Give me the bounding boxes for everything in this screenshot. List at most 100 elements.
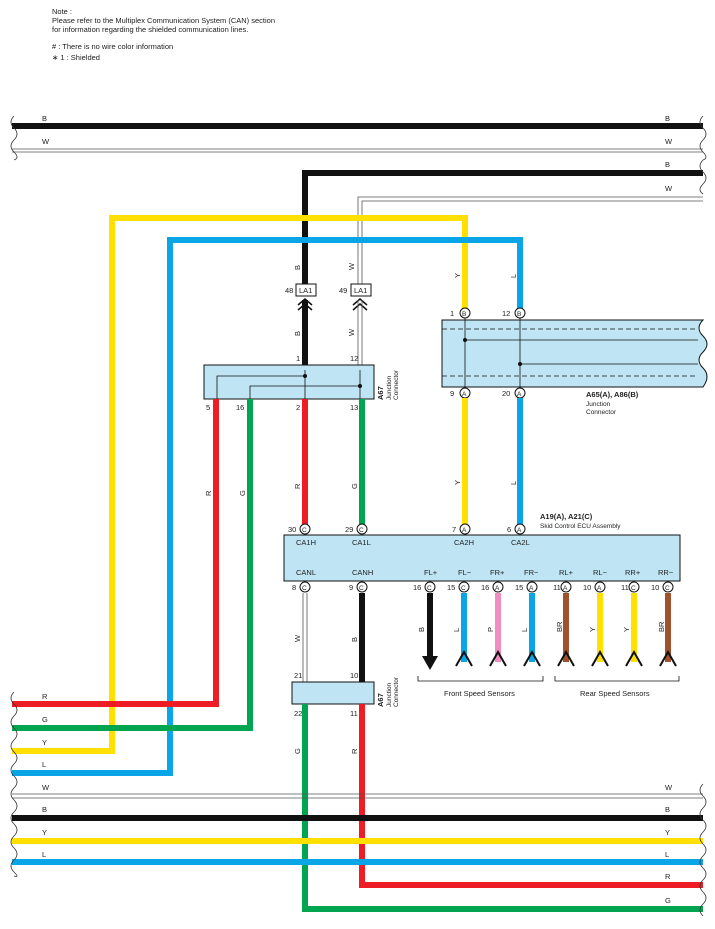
connector-desc: Junction — [586, 401, 611, 408]
wire-color-label: W — [293, 634, 302, 642]
wire-color-label: L — [42, 850, 46, 859]
wire-color-label: R — [293, 483, 302, 489]
pin-circle — [594, 581, 606, 593]
arrow-up-icon — [659, 649, 677, 667]
front-speed-sensors-label: Front Speed Sensors — [444, 689, 515, 698]
la1-terminal-left — [295, 283, 317, 297]
wire-color-label: W — [665, 137, 673, 146]
wire-color-label: Y — [42, 828, 47, 837]
pin-number: 15 — [515, 583, 523, 592]
pin-number: 13 — [350, 403, 358, 412]
wire-blue-loop — [12, 237, 523, 776]
wire-color-label: Y — [665, 828, 670, 837]
wire-red-left — [12, 399, 219, 707]
terminal-name: RR+ — [625, 568, 641, 577]
splice-dot — [463, 338, 467, 342]
wire-color-label: W — [347, 328, 356, 336]
wire-color-label: Y — [42, 738, 47, 747]
terminal-name: CA2L — [511, 538, 530, 547]
splice-dot — [358, 384, 362, 388]
arrow-up-icon — [625, 649, 643, 667]
pin-letter: C — [302, 585, 307, 592]
wire-color-label: B — [417, 627, 426, 632]
ecu-bottom-terminal-names: CANL CANH FL+ FL− FR+ FR− RL+ RL− RR+ RR… — [296, 568, 674, 577]
wire-color-label: W — [347, 262, 356, 270]
wire-w-to-la1-edge — [357, 196, 703, 288]
wire-color-label: L — [452, 628, 461, 632]
ecu-top-pins: C C A A 30 29 7 6 CA1H CA1L CA2H CA2L — [288, 523, 530, 547]
pin-circle — [424, 581, 436, 593]
pin-letter: A — [517, 391, 522, 398]
wire-color-label: B — [665, 805, 670, 814]
wire-color-label: BR — [657, 621, 666, 632]
wire-color-label: G — [665, 896, 671, 905]
terminal-name: RR− — [658, 568, 674, 577]
pin-number: 20 — [502, 389, 510, 398]
pin-number: 6 — [507, 525, 511, 534]
front-bracket — [417, 676, 544, 682]
pin-letter: C — [302, 527, 307, 534]
ecu-body — [283, 534, 681, 582]
a65-body — [441, 319, 708, 388]
ecu-bottom-pins: C C C C A A A A C C 8 9 16 15 16 15 11 1… — [292, 581, 674, 593]
arrow-up-icon — [523, 649, 541, 667]
ecu-desc: Skid Control ECU Assembly — [540, 523, 621, 530]
internal-trace — [216, 370, 306, 399]
pin-letter: A — [529, 585, 534, 592]
pin-number: 10 — [350, 671, 358, 680]
pin-number: 9 — [349, 583, 353, 592]
wire-color-label: R — [665, 872, 671, 881]
pin-circle — [459, 307, 471, 319]
wire-color-label: Y — [588, 627, 597, 632]
wire-color-label: G — [350, 483, 359, 489]
wire-color-label: G — [238, 490, 247, 496]
pin-circle — [526, 581, 538, 593]
wire-color-label: B — [42, 805, 47, 814]
wire-color-label: B — [293, 265, 302, 270]
pin-circle — [560, 581, 572, 593]
terminal-name: FR− — [524, 568, 539, 577]
wire-color-label: L — [42, 760, 46, 769]
pin-letter: C — [359, 527, 364, 534]
wire-color-label: R — [350, 748, 359, 754]
pin-circle — [492, 581, 504, 593]
pin-circle — [459, 523, 471, 535]
terminal-name: CANL — [296, 568, 316, 577]
pin-letter: B — [462, 311, 466, 318]
note-legend-shield: ∗ 1 : Shielded — [52, 53, 100, 62]
wire-color-label: P — [486, 627, 495, 632]
pin-letter: A — [597, 585, 602, 592]
splice-dot — [303, 374, 307, 378]
terminal-name: RL+ — [559, 568, 574, 577]
wire-color-label: L — [509, 274, 518, 278]
pin-number: 1 — [450, 309, 454, 318]
bottom-bus-group: W W B B Y Y L L R G — [12, 783, 703, 905]
arrow-up-icon — [455, 649, 473, 667]
a67-bottom-connector: 21 10 22 11 A67 Junction Connector — [291, 671, 400, 718]
pin-circle — [514, 523, 526, 535]
wire-yellow-loop — [12, 215, 468, 754]
a67-top-body — [203, 364, 375, 400]
pin-letter: A — [517, 527, 522, 534]
pin-letter: C — [427, 585, 432, 592]
pin-number: 12 — [350, 354, 358, 363]
wire-color-label: W — [665, 783, 673, 792]
pin-number: 2 — [296, 403, 300, 412]
skid-control-ecu: A19(A), A21(C) Skid Control ECU Assembly… — [283, 512, 681, 593]
arrow-up-icon — [557, 649, 575, 667]
wire-color-label: BR — [555, 621, 564, 632]
note-line-2: for information regarding the shielded c… — [52, 25, 248, 34]
wire-color-label: R — [204, 490, 213, 496]
pin-number: 16 — [413, 583, 421, 592]
pin-number: 30 — [288, 525, 296, 534]
pin-number: 11 — [350, 709, 358, 718]
ecu-title: A19(A), A21(C) — [540, 512, 593, 521]
wire-color-label: G — [293, 748, 302, 754]
a65-a86-connector: B B A A 1 12 9 20 A65(A), A86(B) Junctio… — [441, 307, 708, 416]
connector-desc: Junction — [386, 375, 393, 400]
pin-number: 48 — [285, 286, 293, 295]
connector-title: A65(A), A86(B) — [586, 390, 639, 399]
wire-color-label: R — [42, 692, 48, 701]
arrow-up-icon — [591, 649, 609, 667]
